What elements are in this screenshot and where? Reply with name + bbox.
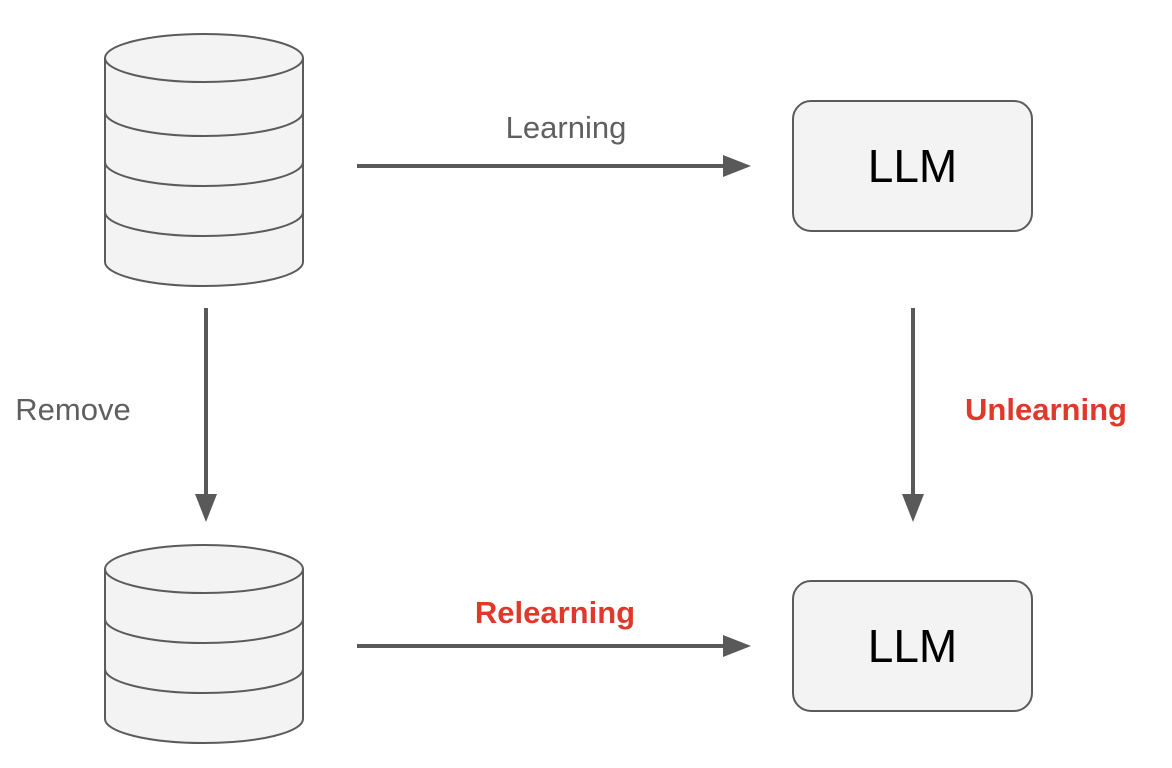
llm-top-label: LLM (868, 140, 957, 192)
llm-bottom-label: LLM (868, 620, 957, 672)
relearning-arrow (357, 635, 751, 657)
learning-arrow (357, 155, 751, 177)
llm-box-bottom: LLM (792, 580, 1033, 712)
learning-label: Learning (506, 110, 627, 145)
database-reduced-icon (104, 544, 304, 744)
database-full-icon (104, 33, 304, 287)
relearning-label: Relearning (475, 595, 635, 630)
unlearning-label: Unlearning (965, 392, 1127, 427)
unlearning-arrow (902, 308, 924, 522)
remove-label: Remove (15, 392, 130, 427)
llm-box-top: LLM (792, 100, 1033, 232)
remove-arrow (195, 308, 217, 522)
